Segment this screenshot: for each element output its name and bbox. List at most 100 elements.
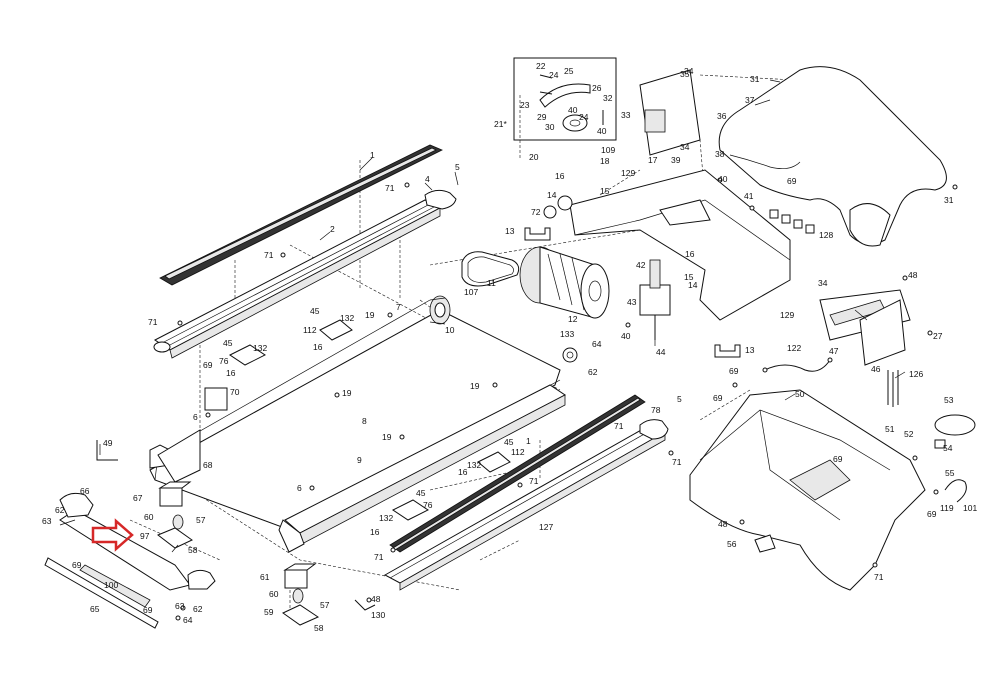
part-70-bracket xyxy=(204,387,228,411)
callout-48a: 48 xyxy=(908,270,918,280)
callout-16b: 16 xyxy=(226,368,236,378)
drawing-geometry xyxy=(44,57,976,629)
callout-10: 10 xyxy=(445,325,455,335)
callout-63b: 63 xyxy=(175,601,185,611)
part-2-left-side-rail xyxy=(153,199,442,359)
callout-42: 42 xyxy=(636,260,646,270)
callout-126: 126 xyxy=(909,369,923,379)
callout-67: 67 xyxy=(133,493,143,503)
callout-71f: 71 xyxy=(529,476,539,486)
part-100-base-pad xyxy=(44,509,191,629)
callout-5b: 5 xyxy=(677,394,682,404)
callout-40c: 40 xyxy=(718,174,728,184)
callout-15b: 15 xyxy=(684,272,694,282)
callout-25: 25 xyxy=(564,66,574,76)
callout-62c: 62 xyxy=(588,367,598,377)
callout-71d: 71 xyxy=(614,421,624,431)
callout-69f: 69 xyxy=(927,509,937,519)
callout-69a: 69 xyxy=(203,360,213,370)
callout-24b: 24 xyxy=(579,112,589,122)
part-1-lower-belt-strip xyxy=(389,394,646,553)
callout-69h: 69 xyxy=(143,605,153,615)
part-37-motor-hood xyxy=(718,66,947,247)
callout-19b: 19 xyxy=(342,388,352,398)
part-112-bracket-left xyxy=(319,319,353,341)
callout-57a: 57 xyxy=(196,515,206,525)
part-12-drive-motor xyxy=(519,246,610,319)
callout-54: 54 xyxy=(943,443,953,453)
callout-40d: 40 xyxy=(621,331,631,341)
part-68-frame-base xyxy=(157,429,201,483)
callout-43: 43 xyxy=(627,297,637,307)
part-33-controller-board xyxy=(639,69,701,156)
callout-132c: 132 xyxy=(467,460,481,470)
callout-33: 33 xyxy=(621,110,631,120)
callout-107: 107 xyxy=(464,287,478,297)
callout-55: 55 xyxy=(945,468,955,478)
callout-48c: 48 xyxy=(371,594,381,604)
callout-34a: 34 xyxy=(684,66,694,76)
callout-36: 36 xyxy=(717,111,727,121)
callout-45b: 45 xyxy=(223,338,233,348)
callout-69e: 69 xyxy=(833,454,843,464)
callout-16f: 16 xyxy=(685,249,695,259)
callout-18: 18 xyxy=(600,156,610,166)
callout-71a: 71 xyxy=(385,183,395,193)
callout-63a: 63 xyxy=(42,516,52,526)
callout-132d: 132 xyxy=(379,513,393,523)
part-9-right-side-rail xyxy=(278,384,566,553)
callout-1a: 1 xyxy=(370,150,375,160)
part-66-foot-cap xyxy=(59,492,94,518)
callout-100: 100 xyxy=(104,580,118,590)
callout-78: 78 xyxy=(651,405,661,415)
part-13-motor-tie-upper xyxy=(524,227,551,241)
callout-46: 46 xyxy=(871,364,881,374)
callout-14a: 14 xyxy=(547,190,557,200)
screws xyxy=(175,177,958,621)
part-58-base-plate-left xyxy=(157,527,193,549)
callout-119: 119 xyxy=(940,503,954,513)
callout-27: 27 xyxy=(933,331,943,341)
callout-50: 50 xyxy=(795,389,805,399)
callout-20: 20 xyxy=(529,152,539,162)
callout-70: 70 xyxy=(230,387,240,397)
part-72-bearing xyxy=(543,205,557,219)
part-60-wheel-right xyxy=(292,588,304,604)
callout-40a: 40 xyxy=(568,105,578,115)
part-46-bracket-plate xyxy=(859,299,906,366)
callout-76a: 76 xyxy=(219,356,229,366)
callout-71e: 71 xyxy=(672,457,682,467)
part-13-motor-tie-lower xyxy=(714,344,741,358)
part-50-motor-hood-base xyxy=(689,389,926,591)
part-59-base-plate-right xyxy=(282,604,320,626)
callout-32: 32 xyxy=(603,93,613,103)
callout-65: 65 xyxy=(90,604,100,614)
callout-34c: 34 xyxy=(818,278,828,288)
callout-7: 7 xyxy=(396,302,401,312)
callout-58b: 58 xyxy=(314,623,324,633)
callout-21: 21* xyxy=(494,119,507,129)
callout-5a: 5 xyxy=(455,162,460,172)
part-97-highlight-arrow xyxy=(91,518,134,552)
callout-37: 37 xyxy=(745,95,755,105)
part-60-wheel-left xyxy=(172,514,184,530)
callout-122: 122 xyxy=(787,343,801,353)
callout-45c: 45 xyxy=(504,437,514,447)
callout-8: 8 xyxy=(362,416,367,426)
callout-13b: 13 xyxy=(745,345,755,355)
callout-51: 51 xyxy=(885,424,895,434)
part-61-leveler-housing-right xyxy=(283,563,317,589)
callout-16a: 16 xyxy=(555,171,565,181)
part-11-drive-belt xyxy=(461,251,520,287)
callout-45d: 45 xyxy=(416,488,426,498)
callout-68: 68 xyxy=(203,460,213,470)
callout-4: 4 xyxy=(425,174,430,184)
callout-48b: 48 xyxy=(718,519,728,529)
callout-41: 41 xyxy=(744,191,754,201)
callout-29: 29 xyxy=(537,112,547,122)
callout-69g: 69 xyxy=(72,560,82,570)
callout-16d: 16 xyxy=(458,467,468,477)
callout-39: 39 xyxy=(671,155,681,165)
callout-17: 17 xyxy=(648,155,658,165)
callout-132b: 132 xyxy=(253,343,267,353)
